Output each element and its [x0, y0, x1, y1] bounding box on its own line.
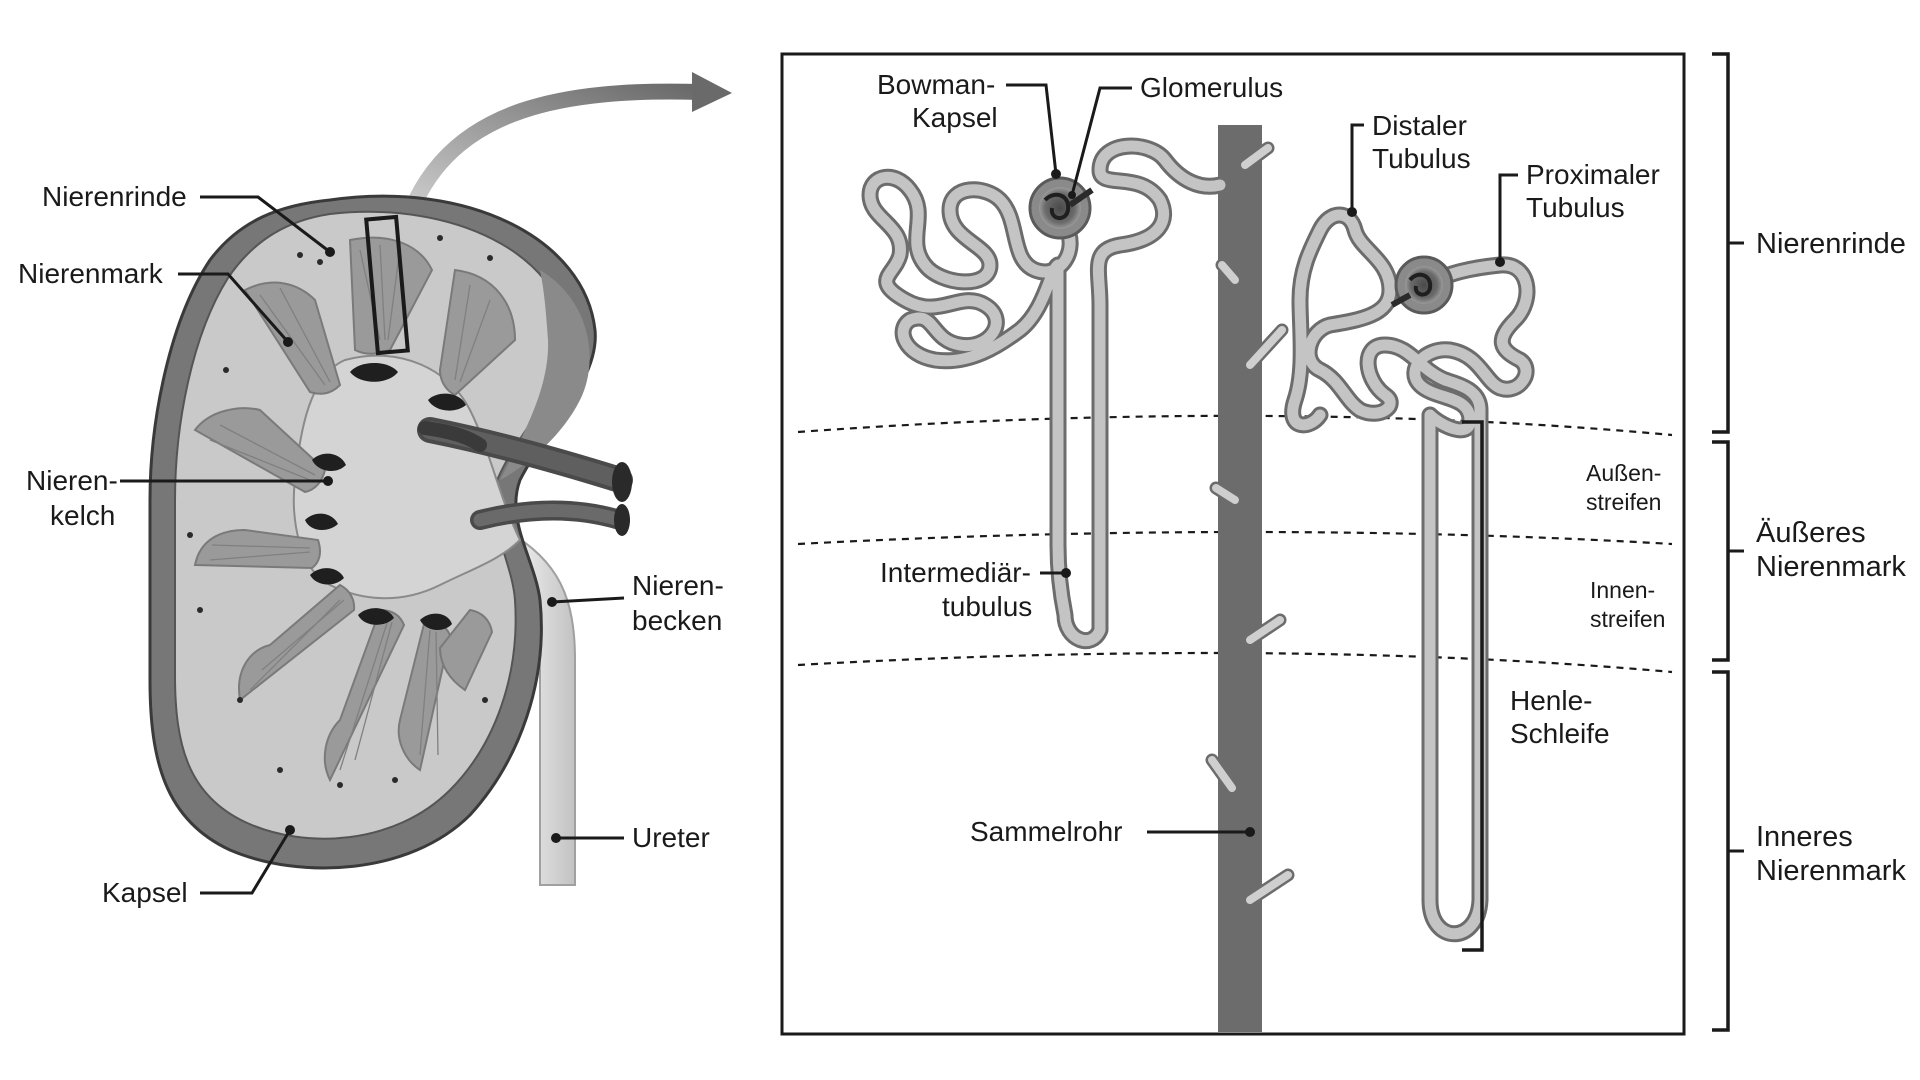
medullary-pyramids [193, 236, 517, 783]
glomerulus-right [1405, 266, 1443, 304]
calyx-cups [305, 363, 466, 630]
kidney-labels: Nierenrinde Nierenmark Nieren- kelch Nie… [18, 181, 724, 908]
label-henle-1: Henle- [1510, 685, 1592, 716]
label-proximaler-1: Proximaler [1526, 159, 1660, 190]
nephron-labels: Bowman- Kapsel Glomerulus Distaler Tubul… [877, 69, 1665, 847]
region-inneres-2: Nierenmark [1756, 855, 1906, 887]
label-bowman-2: Kapsel [912, 102, 998, 133]
cortex-vessels [187, 235, 493, 788]
label-distaler-2: Tubulus [1372, 143, 1471, 174]
label-distaler-1: Distaler [1372, 110, 1467, 141]
label-nierenmark: Nierenmark [18, 258, 164, 289]
label-innenstreifen-1: Innen- [1590, 577, 1655, 603]
collecting-duct [1205, 125, 1295, 1032]
label-intermediaer-2: tubulus [942, 591, 1032, 622]
region-brackets: Nierenrinde Äußeres Nierenmark Inneres N… [1712, 52, 1906, 1032]
region-nierenrinde: Nierenrinde [1756, 228, 1906, 260]
label-nierenkelch-2: kelch [50, 500, 115, 531]
label-aussenstreifen-2: streifen [1586, 489, 1661, 515]
label-nierenkelch-1: Nieren- [26, 465, 118, 496]
label-sammelrohr: Sammelrohr [970, 816, 1122, 847]
henle-bracket [1462, 420, 1484, 952]
region-aeusseres-1: Äußeres [1756, 517, 1866, 549]
region-aeusseres-2: Nierenmark [1756, 551, 1906, 583]
zoom-arrow [408, 83, 708, 208]
label-kapsel: Kapsel [102, 877, 188, 908]
zoom-rectangle [364, 214, 410, 356]
kidney-illustration [148, 72, 732, 886]
renal-vessels [417, 417, 633, 536]
zoom-arrow-head [692, 72, 732, 112]
label-innenstreifen-2: streifen [1590, 606, 1665, 632]
label-nierenbecken-2: becken [632, 605, 722, 636]
label-henle-2: Schleife [1510, 718, 1610, 749]
region-inneres-1: Inneres [1756, 821, 1853, 853]
label-proximaler-2: Tubulus [1526, 192, 1625, 223]
label-bowman-1: Bowman- [877, 69, 995, 100]
kidney-hilum-lip [500, 270, 590, 480]
label-nierenrinde: Nierenrinde [42, 181, 187, 212]
nephron-right [1284, 206, 1536, 943]
label-nierenbecken-1: Nieren- [632, 570, 724, 601]
label-ureter: Ureter [632, 822, 710, 853]
label-glomerulus: Glomerulus [1140, 72, 1283, 103]
label-aussenstreifen-1: Außen- [1586, 460, 1661, 486]
label-intermediaer-1: Intermediär- [880, 557, 1031, 588]
